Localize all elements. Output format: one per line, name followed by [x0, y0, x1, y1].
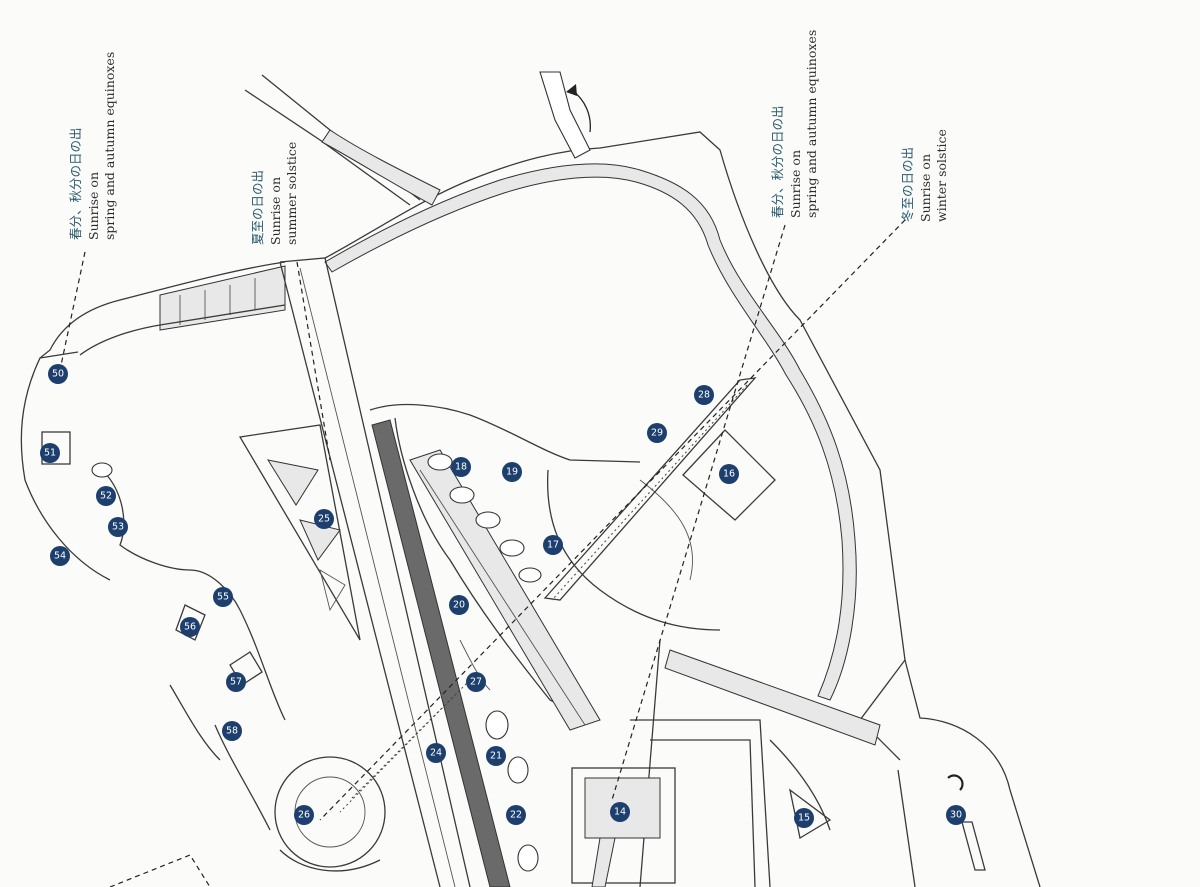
- main-walkway: [279, 257, 591, 887]
- entry-path: [244, 74, 441, 206]
- marker-58[interactable]: 58: [222, 721, 242, 741]
- marker-22[interactable]: 22: [506, 805, 526, 825]
- rocks-cluster: [369, 403, 721, 631]
- marker-number: 18: [455, 462, 467, 473]
- stone-wall-left: [79, 265, 286, 356]
- marker-19[interactable]: 19: [502, 462, 522, 482]
- label-jp: 冬至の日の出: [900, 147, 915, 222]
- triangle-area: [238, 424, 361, 641]
- marker-number: 54: [54, 551, 66, 562]
- marker-24[interactable]: 24: [426, 743, 446, 763]
- marker-52[interactable]: 52: [96, 486, 116, 506]
- stepping-stones: [459, 639, 539, 872]
- lower-right-walkway: [630, 639, 881, 887]
- marker-number: 14: [614, 807, 626, 818]
- label-en1: Sunrise on: [918, 154, 933, 222]
- marker-14[interactable]: 14: [610, 802, 630, 822]
- sunrise-lines: [59, 219, 906, 821]
- marker-number: 20: [453, 600, 465, 611]
- outer-boundary: [20, 131, 1041, 887]
- sunrise-label-winter: 冬至の日の出 Sunrise on winter solstice: [900, 129, 949, 222]
- marker-number: 50: [52, 369, 64, 380]
- label-en1: Sunrise on: [86, 172, 101, 240]
- marker-number: 24: [430, 748, 442, 759]
- direction-arrow: [566, 84, 591, 133]
- marker-number: 30: [950, 810, 962, 821]
- marker-number: 16: [723, 469, 735, 480]
- marker-number: 53: [112, 522, 124, 533]
- label-jp: 春分、秋分の日の出: [770, 105, 785, 218]
- marker-56[interactable]: 56: [180, 617, 200, 637]
- marker-26[interactable]: 26: [294, 805, 314, 825]
- label-en1: Sunrise on: [268, 177, 283, 245]
- marker-number: 57: [230, 677, 242, 688]
- marker-number: 56: [184, 622, 196, 633]
- marker-18[interactable]: 18: [451, 457, 471, 477]
- marker-54[interactable]: 54: [50, 546, 70, 566]
- stone-wall-top: [324, 71, 857, 701]
- marker-57[interactable]: 57: [226, 672, 246, 692]
- sunrise-label-summer: 夏至の日の出 Sunrise on summer solstice: [250, 142, 299, 245]
- marker-51[interactable]: 51: [40, 443, 60, 463]
- marker-number: 28: [698, 390, 710, 401]
- central-stone-band: [409, 449, 601, 731]
- marker-53[interactable]: 53: [108, 517, 128, 537]
- marker-number: 15: [798, 813, 810, 824]
- marker-number: 55: [217, 592, 229, 603]
- structure-30: [947, 774, 986, 871]
- marker-number: 52: [100, 491, 112, 502]
- marker-number: 17: [547, 540, 559, 551]
- label-en1: Sunrise on: [788, 150, 803, 218]
- marker-25[interactable]: 25: [314, 509, 334, 529]
- marker-50[interactable]: 50: [48, 364, 68, 384]
- dashed-plot: [109, 854, 211, 887]
- structure-16: [639, 429, 776, 581]
- marker-number: 29: [651, 428, 663, 439]
- label-en2: winter solstice: [934, 129, 949, 222]
- structure-14: [571, 767, 676, 887]
- marker-55[interactable]: 55: [213, 587, 233, 607]
- sunrise-label-equinox-right: 春分、秋分の日の出 Sunrise on spring and autumn e…: [770, 30, 819, 218]
- marker-29[interactable]: 29: [647, 423, 667, 443]
- marker-15[interactable]: 15: [794, 808, 814, 828]
- ramp-28-29: [543, 377, 757, 601]
- marker-30[interactable]: 30: [946, 805, 966, 825]
- marker-27[interactable]: 27: [466, 672, 486, 692]
- label-en2: spring and autumn equinoxes: [804, 30, 819, 218]
- marker-number: 58: [226, 726, 238, 737]
- marker-number: 26: [298, 810, 310, 821]
- marker-28[interactable]: 28: [694, 385, 714, 405]
- marker-number: 22: [510, 810, 522, 821]
- marker-number: 51: [44, 448, 56, 459]
- label-jp: 夏至の日の出: [250, 170, 265, 245]
- label-en2: summer solstice: [284, 142, 299, 245]
- marker-number: 27: [470, 677, 482, 688]
- west-garden: [41, 431, 286, 831]
- sunrise-label-equinox-left: 春分、秋分の日の出 Sunrise on spring and autumn e…: [68, 52, 117, 240]
- label-en2: spring and autumn equinoxes: [102, 52, 117, 240]
- marker-number: 19: [506, 467, 518, 478]
- marker-20[interactable]: 20: [449, 595, 469, 615]
- label-jp: 春分、秋分の日の出: [68, 127, 83, 240]
- marker-17[interactable]: 17: [543, 535, 563, 555]
- marker-16[interactable]: 16: [719, 464, 739, 484]
- marker-number: 21: [490, 751, 502, 762]
- circle-feature-26: [274, 756, 386, 872]
- marker-number: 25: [318, 514, 330, 525]
- marker-21[interactable]: 21: [486, 746, 506, 766]
